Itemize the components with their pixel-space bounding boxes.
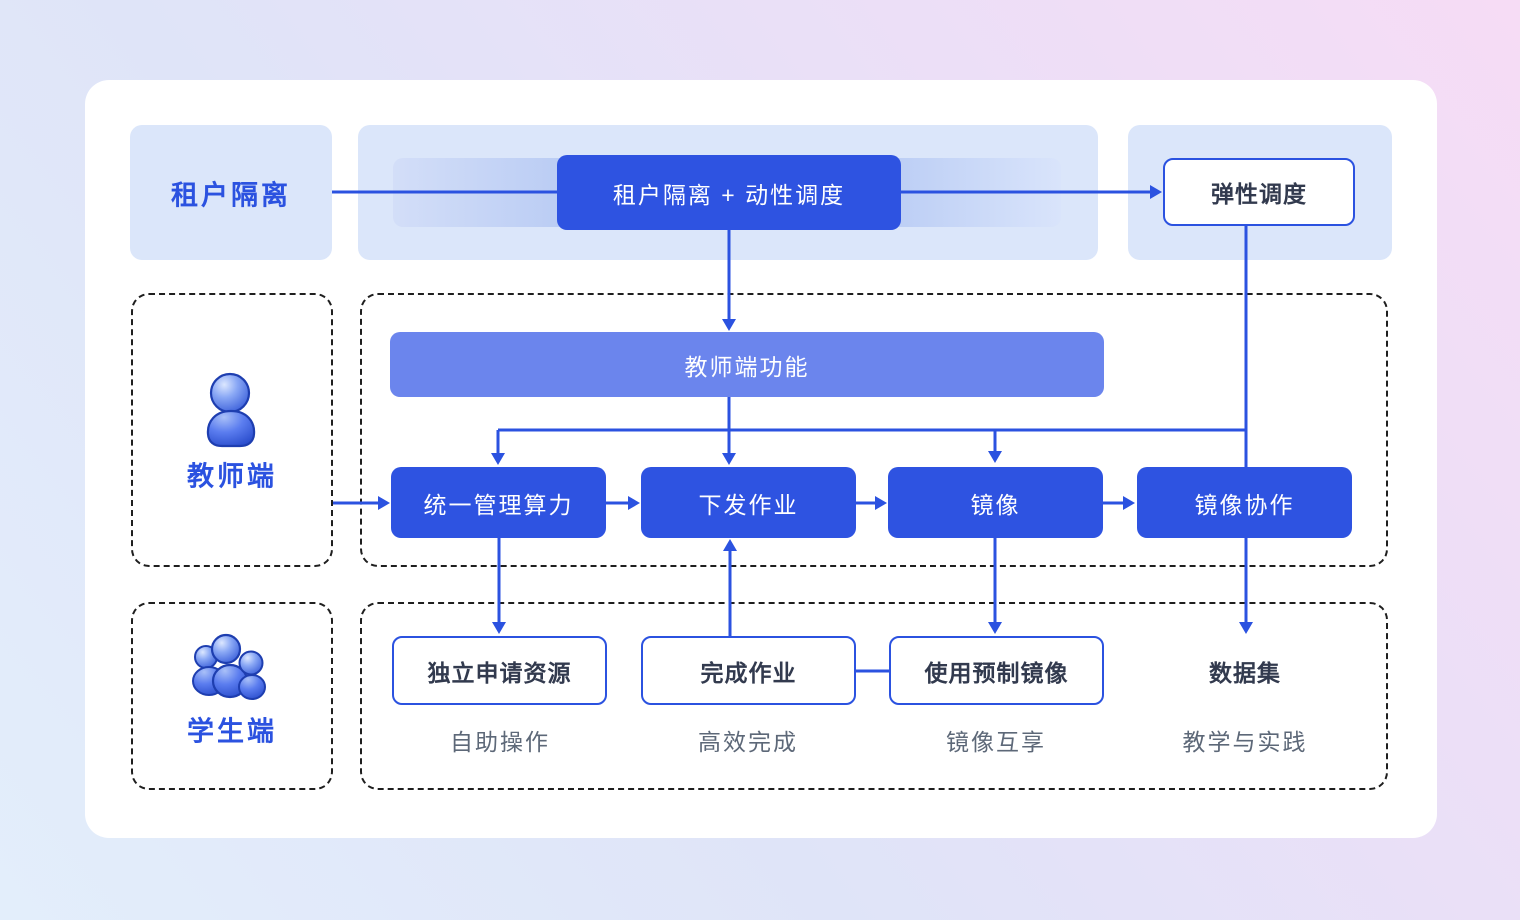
node-image: 镜像 [888,467,1103,538]
student-side-dashed-box [131,602,333,790]
caption-efficient-finish: 高效完成 [698,729,798,755]
node-request-resources: 独立申请资源 [392,636,607,705]
caption-teaching-practice: 教学与实践 [1182,729,1308,755]
elastic-scheduling-node: 弹性调度 [1163,158,1355,226]
arrowheads [378,185,1253,634]
node-finish-homework: 完成作业 [641,636,856,705]
caption-image-sharing: 镜像互享 [946,729,1046,755]
connector-segments [332,190,1248,673]
teacher-function-dashed-box [360,293,1388,567]
teacher-function-bar: 教师端功能 [390,332,1104,397]
node-image-collaboration: 镜像协作 [1137,467,1352,538]
person-icon [206,372,256,448]
teacher-side-dashed-box [131,293,333,567]
dataset-label: 数据集 [1209,660,1281,686]
student-function-dashed-box [360,602,1388,790]
teacher-side-label: 教师端 [187,461,277,492]
people-group-icon [192,633,266,700]
tenant-scheduling-node: 租户隔离 + 动性调度 [557,155,901,230]
tenant-isolation-label: 租户隔离 [171,180,291,211]
student-side-label: 学生端 [187,716,277,747]
node-use-prebuilt-image: 使用预制镜像 [889,636,1104,705]
node-unified-compute: 统一管理算力 [391,467,606,538]
tenant-isolation-panel [130,125,332,260]
node-assign-homework: 下发作业 [641,467,856,538]
caption-self-service: 自助操作 [450,729,550,755]
